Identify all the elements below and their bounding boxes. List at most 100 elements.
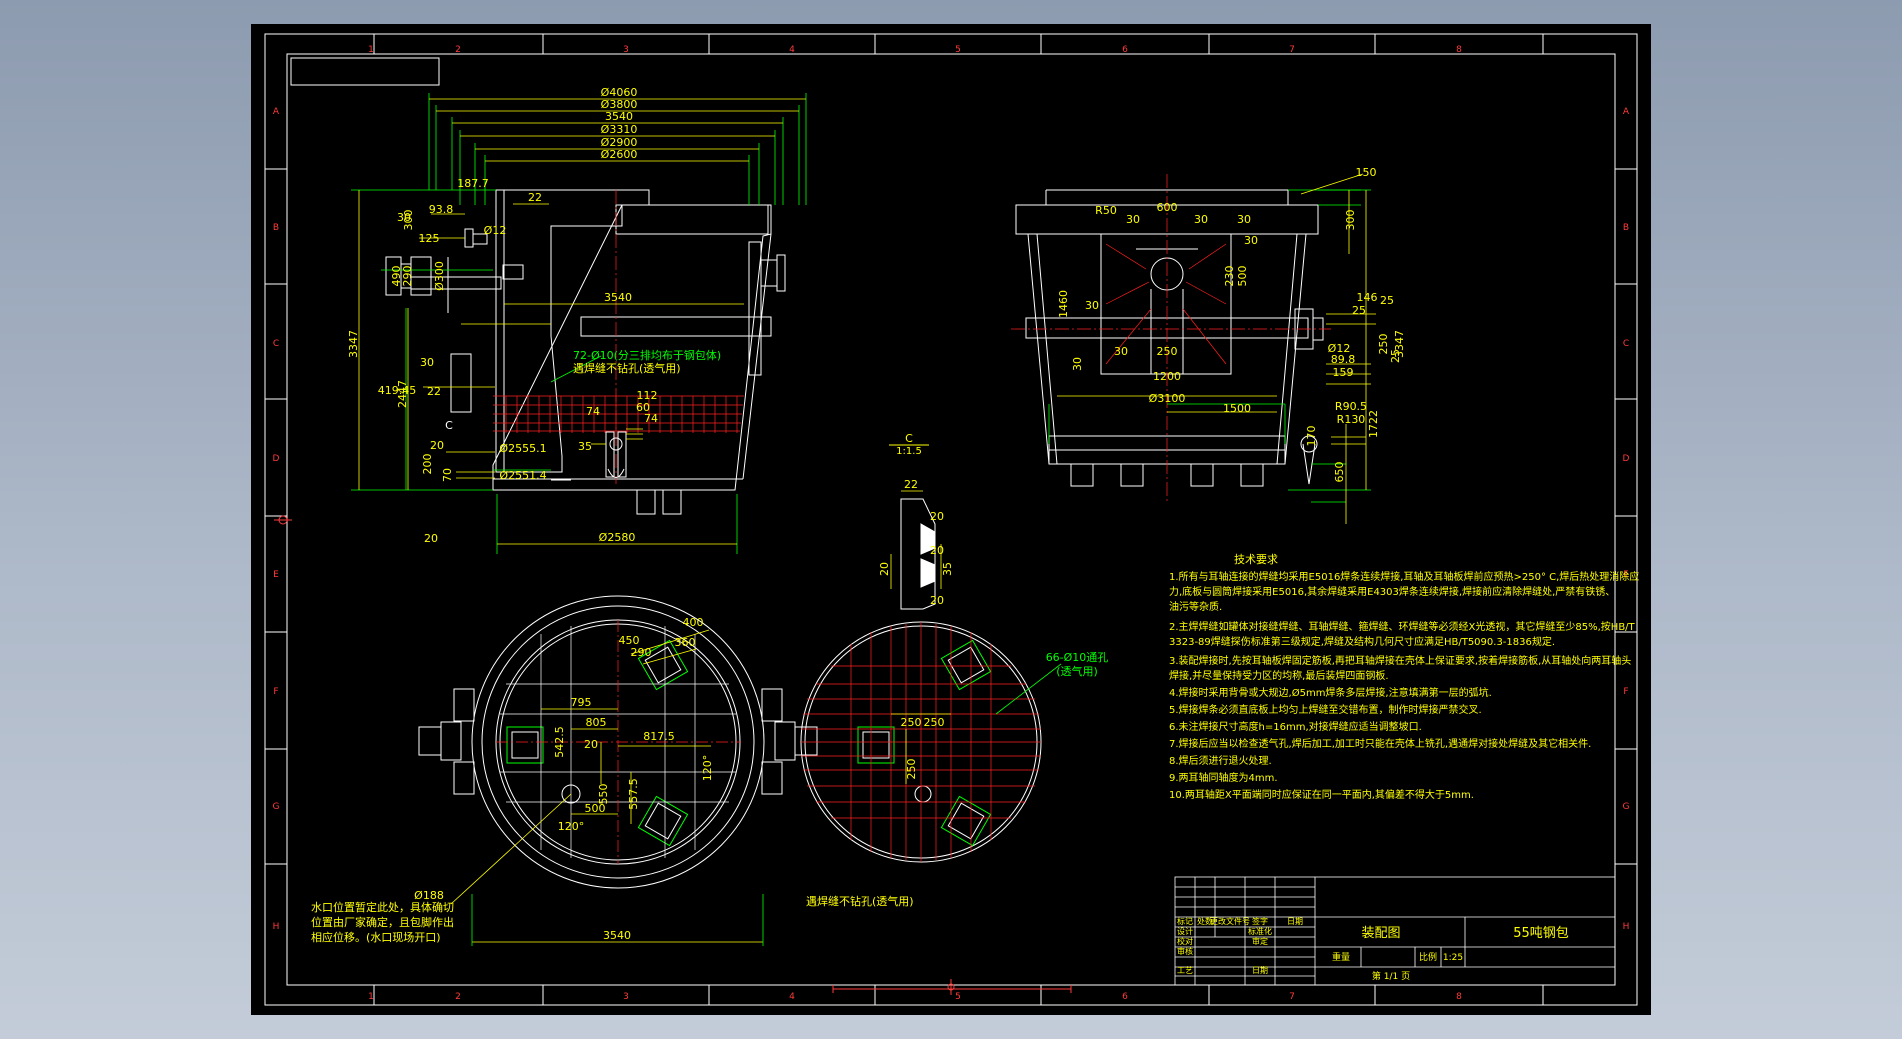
dim-label: 250	[1377, 334, 1390, 355]
tech-note-line: 焊接,并尽量保持受力区的均称,最后装焊四面钢板.	[1169, 669, 1389, 682]
col-label: 6	[1122, 992, 1128, 1002]
tech-note-line: 5.焊接焊条必须直底板上均匀上焊缝至交错布置，制作时焊接严禁交叉.	[1169, 703, 1482, 716]
tech-note-line: 油污等杂质.	[1169, 600, 1222, 613]
plan-dim-text: 400 360 450 290 795 805 542.5 20 817.5 1…	[414, 616, 714, 942]
dim-label: 795	[571, 696, 592, 709]
dim-label: 146	[1357, 291, 1378, 304]
tb-scale-value: 1:25	[1443, 953, 1463, 963]
tb-role: 设计	[1177, 926, 1193, 936]
dim-label: 230	[1223, 266, 1236, 287]
dim-label: Ø2600	[601, 148, 638, 161]
side-view-dim-lines	[1057, 173, 1376, 524]
front-view-dim-lines	[358, 98, 806, 545]
dim-label: 30	[1244, 234, 1258, 247]
dim-label: R50	[1095, 204, 1117, 217]
front-view-notes: 72-Ø10(分三排均布于钢包体) 遇焊缝不钻孔(透气用)	[550, 348, 721, 383]
row-label: A	[1623, 107, 1630, 117]
col-label: 1	[368, 992, 374, 1002]
tb-weight-label: 重量	[1332, 951, 1350, 963]
taphole-note-line: 水口位置暂定此处，具体确切	[311, 900, 454, 914]
dim-label: R130	[1337, 413, 1366, 426]
tb-scale-label: 比例	[1419, 951, 1437, 963]
dim-label: 20	[584, 738, 598, 751]
title-block-lines	[1174, 876, 1616, 986]
dim-label: 125	[419, 232, 440, 245]
dim-label: 20	[930, 544, 944, 557]
row-label: B	[1623, 223, 1629, 233]
tech-note-line: 7.焊接后应当以检查透气孔,焊后加工,加工时只能在壳体上铣孔,遇通焊对接处焊缝及…	[1169, 737, 1591, 750]
dim-label: 30	[397, 211, 411, 224]
plan-grid	[496, 620, 741, 864]
dim-label: 20	[424, 532, 438, 545]
tech-note-line: 8.焊后须进行退火处理.	[1169, 754, 1272, 767]
row-label: D	[273, 454, 280, 464]
taphole-note: 水口位置暂定此处，具体确切 位置由厂家确定，且包脚作出 相应位移。(水口现场开口…	[311, 900, 454, 944]
dim-label: 542.5	[553, 726, 566, 758]
tb-product-name: 55吨钢包	[1513, 926, 1569, 941]
dim-label: Ø3310	[601, 123, 638, 136]
tb-header: 日期	[1287, 917, 1303, 926]
side-view: 150 300 R50 600 30 30 30 30 1460 30 30 3…	[1011, 166, 1406, 524]
dim-label: Ø300	[433, 261, 446, 291]
plan-dim-lines	[450, 629, 764, 946]
bottom-dim-text: 250 250 250 66-Ø10通孔 (透气用)	[901, 651, 1109, 780]
dim-label: 400	[683, 616, 704, 629]
tb-sheet-number: 第 1/1 页	[1372, 970, 1410, 982]
tb-drawing-type: 装配图	[1361, 926, 1400, 941]
tb-header: 处数	[1197, 916, 1213, 926]
row-label: H	[273, 922, 280, 932]
dim-label: 419.45	[378, 384, 417, 397]
side-view-ribs	[1011, 174, 1331, 504]
dim-label: 70	[441, 468, 454, 482]
dim-label: 30	[1085, 299, 1099, 312]
col-label: 7	[1289, 992, 1295, 1002]
col-label: 7	[1289, 45, 1295, 55]
row-label: F	[1623, 687, 1628, 697]
drawing-sheet[interactable]: 1 2 3 4 5 6 7 8 1 2 3 4 5 6 7 8 A B C D …	[251, 24, 1651, 1015]
zone-ticks	[265, 34, 1637, 1005]
dim-label: Ø2551.4	[499, 469, 546, 482]
taphole-note-line: 位置由厂家确定，且包脚作出	[311, 915, 454, 929]
dim-label: 3540	[604, 291, 632, 304]
dim-label: 3540	[603, 929, 631, 942]
dim-label: 1722	[1367, 410, 1380, 438]
dim-label: 74	[586, 405, 600, 418]
detail-title: C	[905, 432, 913, 445]
dim-label: 250	[1157, 345, 1178, 358]
dim-label: 360	[675, 636, 696, 649]
col-label: 5	[955, 45, 961, 55]
dim-label: 22	[528, 191, 542, 204]
bottom-view: 250 250 250 66-Ø10通孔 (透气用) 遇焊缝不钻孔(透气用)	[800, 621, 1109, 908]
tech-note-line: 10.两耳轴距X平面端同时应保证在同一平面内,其偏差不得大于5mm.	[1169, 788, 1474, 801]
col-label: 3	[623, 45, 629, 55]
tech-note-line: 9.两耳轴同轴度为4mm.	[1169, 771, 1278, 784]
tech-note-line: 6.未注焊接尺寸高度h=16mm,对接焊缝应适当调整坡口.	[1169, 720, 1422, 733]
detail-profile	[900, 498, 936, 610]
dim-label: 290	[631, 646, 652, 659]
tb-standardization: 标准化	[1248, 926, 1272, 936]
dim-label: 22	[904, 478, 918, 491]
vent-holes-note: 66-Ø10通孔	[1046, 651, 1109, 664]
centering-marks	[274, 515, 1072, 995]
dim-label: 500	[1236, 266, 1249, 287]
tb-header: 签字	[1252, 916, 1268, 926]
tb-role: 工艺	[1177, 966, 1193, 975]
tb-header: 更改文件号	[1210, 916, 1250, 926]
tech-note-line: 4.焊接时采用背骨或大规边,Ø5mm焊条多层焊接,注意填满第一层的弧坑.	[1169, 686, 1492, 699]
dim-label: 490	[390, 266, 403, 287]
col-label: 4	[789, 45, 795, 55]
front-view-lug	[605, 431, 627, 478]
dim-label: 30	[1237, 213, 1251, 226]
dim-label: 2447	[396, 380, 409, 408]
dim-label-30: 30	[420, 356, 434, 369]
technical-requirements: 技术要求 1.所有与耳轴连接的焊缝均采用E5016焊条连续焊接,耳轴及耳轴板焊前…	[1169, 553, 1639, 801]
row-label: C	[273, 339, 279, 349]
col-label: 6	[1122, 45, 1128, 55]
dim-label: Ø2580	[599, 531, 636, 544]
tb-header: 标记	[1177, 916, 1193, 926]
dim-label: 450	[619, 634, 640, 647]
row-label: G	[273, 802, 280, 812]
tech-note-line: 3323-89焊缝探伤标准第三级规定,焊缝及结构几何尺寸应满足HB/T5090.…	[1169, 635, 1555, 648]
dim-label: 250	[924, 716, 945, 729]
